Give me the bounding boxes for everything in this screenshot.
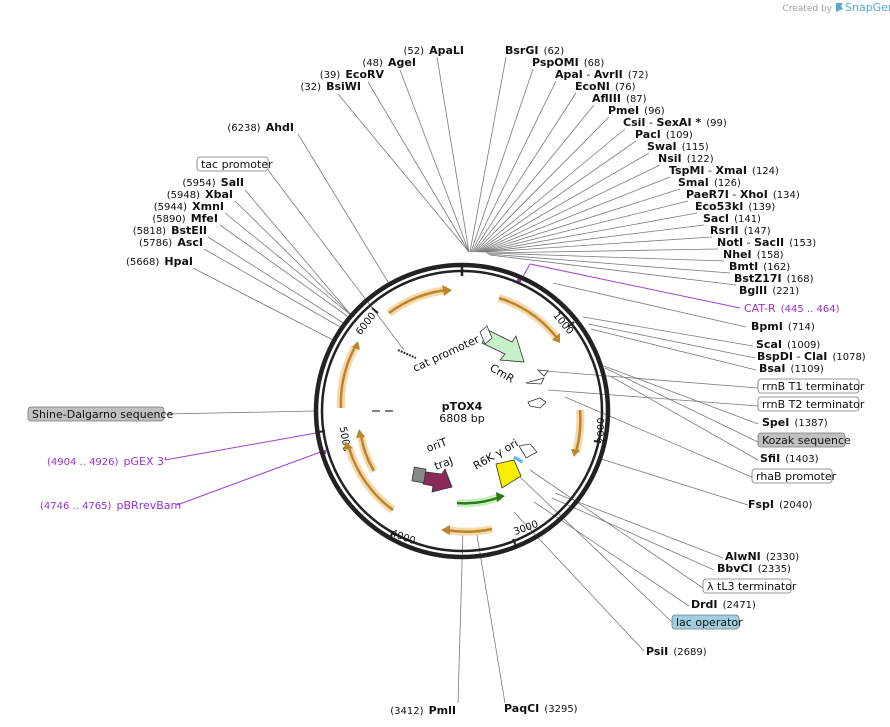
rrnb-t1-terminator-box[interactable]: rrnB T1 terminator [757, 378, 865, 394]
site-bsiwi[interactable]: (32) BsiWI [300, 75, 361, 94]
promoter-arrow-right [518, 443, 538, 459]
tick-label-6000: 6000 [354, 311, 378, 338]
site-eco53ki[interactable]: Eco53kI (139) [695, 195, 775, 214]
site-swai[interactable]: SwaI (115) [647, 135, 709, 154]
green-arrowhead [496, 492, 505, 502]
svg-text:λ tL3 terminator: λ tL3 terminator [707, 580, 797, 593]
site-xbai[interactable]: (5948) XbaI [167, 183, 233, 202]
site-bsrgi[interactable]: BsrGI (62) [505, 39, 564, 58]
site-sali[interactable]: (5954) SalI [182, 171, 244, 190]
site-tspmi-xmai[interactable]: TspMI - XmaI (124) [669, 159, 779, 178]
site-paer7i-xhoi[interactable]: PaeR7I - XhoI (134) [686, 183, 800, 202]
site-bspdi-clai[interactable]: BspDI - ClaI (1078) [757, 345, 866, 364]
position-ticks [317, 307, 602, 547]
lac-operator-box[interactable]: lac operator [671, 614, 743, 630]
site-nsii[interactable]: NsiI (122) [658, 147, 714, 166]
right-top-sites: BsrGI (62) PspOMI (68) ApaI - AvrII (72)… [505, 39, 816, 298]
site-bsteii[interactable]: (5818) BstEII [133, 219, 207, 238]
right-sites: BpmI (714) ScaI (1009) BspDI - ClaI (107… [390, 315, 866, 718]
feature-arrowheads [344, 285, 580, 535]
snapgene-brand: SnapGene [845, 1, 890, 14]
svg-text:Shine-Dalgarno sequence: Shine-Dalgarno sequence [32, 408, 173, 421]
site-apali[interactable]: (52) ApaLI [403, 39, 464, 58]
svg-text:rrnB T1 terminator: rrnB T1 terminator [762, 380, 865, 393]
small-arrow-1 [536, 369, 549, 377]
site-saci[interactable]: SacI (141) [703, 207, 761, 226]
created-by-text: Created by [782, 4, 832, 14]
tick-label-2000: 2000 [596, 418, 607, 443]
cat-r-primer-mark [517, 279, 521, 282]
site-ecorv[interactable]: (39) EcoRV [320, 63, 385, 82]
left-top-sites: (52) ApaLI (48) AgeI (39) EcoRV (32) Bsi… [126, 39, 464, 269]
site-pmei[interactable]: PmeI (96) [608, 99, 665, 118]
site-bglii[interactable]: BglII (221) [739, 279, 799, 298]
site-psp0mi[interactable]: PspOMI (68) [532, 51, 604, 70]
primer-pbrrevbam[interactable]: (4746 .. 4765) pBRrevBam [40, 494, 181, 513]
site-sfii[interactable]: SfiI (1403) [760, 447, 819, 466]
svg-text:rhaB promoter: rhaB promoter [756, 470, 837, 483]
site-agei[interactable]: (48) AgeI [362, 51, 416, 70]
orit-label: oriT [425, 435, 449, 455]
site-bstz17i[interactable]: BstZ17I (168) [734, 267, 814, 286]
cmr-arrow [481, 329, 525, 363]
terminator-arrow [527, 397, 547, 409]
site-bmti[interactable]: BmtI (162) [729, 255, 790, 274]
site-drdi[interactable]: DrdI (2471) [691, 593, 756, 612]
site-xmni[interactable]: (5944) XmnI [154, 195, 224, 214]
site-apai-avrii[interactable]: ApaI - AvrII (72) [555, 63, 649, 82]
site-alwni[interactable]: AlwNI (2330) [725, 545, 799, 564]
site-smai[interactable]: SmaI (126) [678, 171, 741, 190]
lambda-tl3-terminator-box[interactable]: λ tL3 terminator [702, 578, 797, 594]
site-bbvci[interactable]: BbvCI (2335) [717, 557, 791, 576]
site-pmli[interactable]: (3412) PmlI [390, 699, 456, 718]
tac-promoter-box[interactable]: tac promoter [196, 156, 273, 172]
site-paqci[interactable]: PaqCI (3295) [504, 697, 578, 716]
site-bpmi[interactable]: BpmI (714) [751, 315, 815, 334]
primer-pointer-lines [164, 263, 741, 506]
traj-arrow [422, 468, 453, 493]
primer-pgex-3[interactable]: (4904 .. 4926) pGEX 3' [47, 450, 167, 469]
site-pointer-lines [162, 56, 759, 704]
orit-box [411, 466, 427, 484]
site-mfei[interactable]: (5890) MfeI [152, 207, 218, 226]
site-noti-sacii[interactable]: NotI - SacII (153) [717, 231, 816, 250]
site-rsrii[interactable]: RsrII (147) [710, 219, 771, 238]
site-paci[interactable]: PacI (109) [635, 123, 693, 142]
cmr-start-box [479, 325, 493, 345]
cmr-label: CmR [488, 361, 517, 385]
plasmid-size: 6808 bp [439, 412, 484, 425]
shine-dalgarno-box[interactable]: Shine-Dalgarno sequence [27, 406, 173, 422]
svg-text:rrnB T2 terminator: rrnB T2 terminator [762, 398, 865, 411]
primer-cat-r[interactable]: CAT-R (445 .. 464) [744, 297, 840, 316]
cat-promoter-label: cat promoter [411, 332, 482, 374]
svg-text:tac promoter: tac promoter [201, 158, 273, 171]
rhab-promoter-box[interactable]: rhaB promoter [751, 468, 837, 484]
small-arrow-2 [525, 377, 545, 385]
plasmid-name: pTOX4 [442, 400, 483, 413]
site-econi[interactable]: EcoNI (76) [575, 75, 636, 94]
site-scai[interactable]: ScaI (1009) [756, 333, 820, 352]
snapgene-logo-icon [836, 3, 843, 12]
traj-label: traJ [433, 454, 455, 473]
svg-text:Kozak sequence: Kozak sequence [762, 434, 851, 447]
site-asci[interactable]: (5786) AscI [139, 231, 203, 250]
site-afliii[interactable]: AflIII (87) [592, 87, 647, 106]
site-psii[interactable]: PsiI (2689) [646, 640, 707, 659]
site-csii-sexai[interactable]: CsiI - SexAI * (99) [623, 111, 727, 130]
r6k-ori-box [495, 459, 522, 489]
site-ahdi[interactable]: (6238) AhdI [227, 116, 294, 135]
kozak-sequence-box[interactable]: Kozak sequence [757, 432, 851, 448]
rrnb-t2-terminator-box[interactable]: rrnB T2 terminator [757, 396, 865, 412]
svg-text:lac operator: lac operator [676, 616, 743, 629]
r6k-blue-mark [513, 455, 524, 464]
site-bsai[interactable]: BsaI (1109) [759, 357, 824, 376]
site-fspi[interactable]: FspI (2040) [748, 493, 812, 512]
site-spei[interactable]: SpeI (1387) [762, 411, 828, 430]
site-hpai[interactable]: (5668) HpaI [126, 250, 193, 269]
cat-promoter-mark [397, 349, 417, 359]
site-nhei[interactable]: NheI (158) [723, 243, 784, 262]
